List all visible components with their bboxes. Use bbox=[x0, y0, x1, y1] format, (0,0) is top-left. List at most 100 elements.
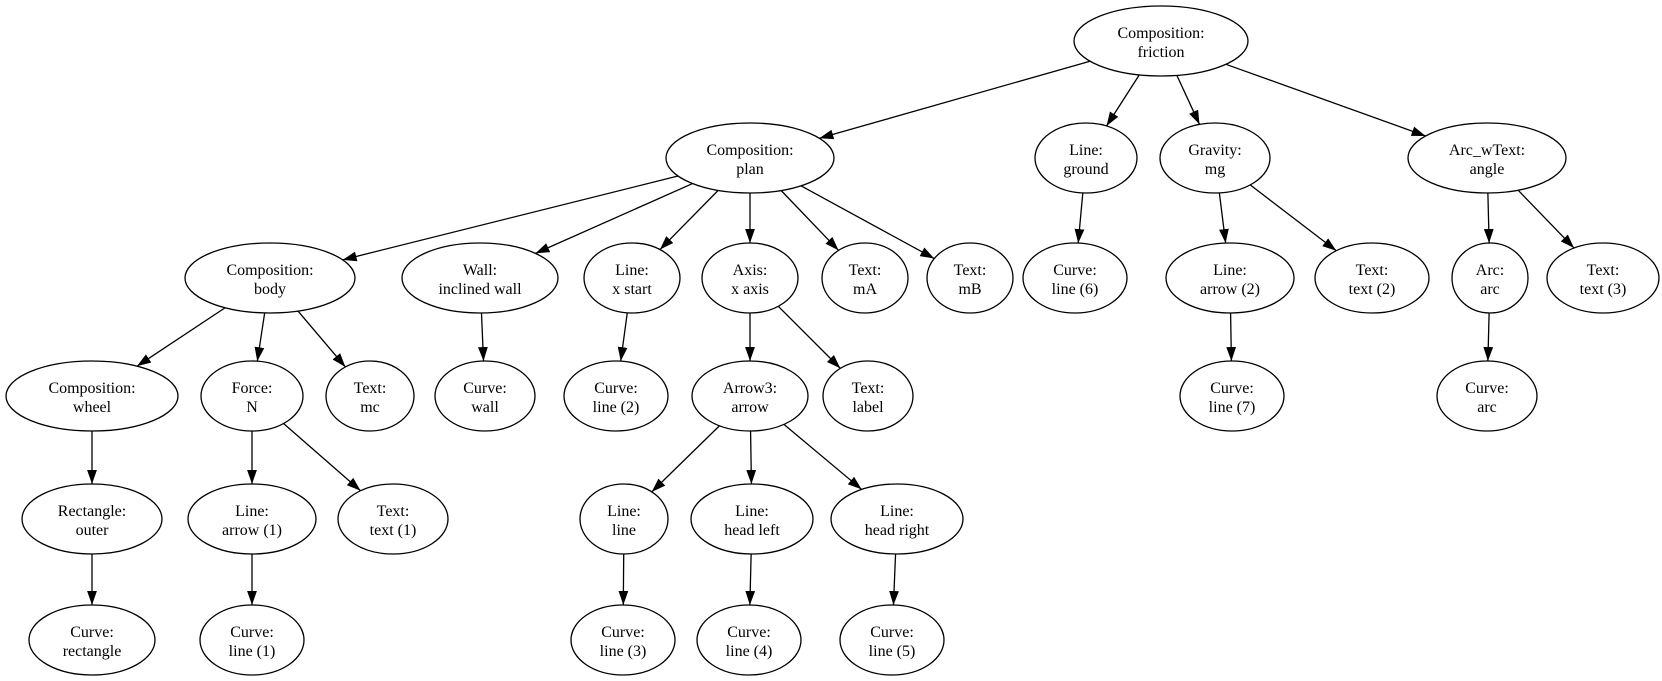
node-type-label: Curve: bbox=[230, 624, 274, 641]
node-name-label: line (7) bbox=[1209, 399, 1256, 416]
node-type-label: Text: bbox=[377, 503, 410, 520]
edge-wall-cwall bbox=[478, 312, 488, 362]
node-name-label: text (3) bbox=[1580, 281, 1627, 298]
node-headleft: Line:head left bbox=[690, 483, 814, 555]
node-name-label: ground bbox=[1063, 161, 1108, 178]
node-ellipse bbox=[839, 604, 945, 676]
node-name-label: mA bbox=[853, 281, 877, 298]
node-type-label: Line: bbox=[735, 503, 769, 520]
node-wall: Wall:inclined wall bbox=[401, 242, 559, 314]
node-ellipse bbox=[21, 483, 163, 555]
node-ellipse bbox=[28, 604, 156, 676]
node-ellipse bbox=[822, 360, 914, 432]
node-lineline: Line:line bbox=[579, 483, 669, 555]
node-name-label: arrow bbox=[731, 399, 769, 416]
node-mA: Text:mA bbox=[821, 242, 909, 314]
node-body: Composition:body bbox=[184, 242, 356, 314]
node-type-label: Line: bbox=[1069, 142, 1103, 159]
node-name-label: inclined wall bbox=[438, 281, 522, 298]
node-type-label: Composition: bbox=[1117, 25, 1204, 42]
node-type-label: Axis: bbox=[733, 262, 768, 279]
node-ellipse bbox=[579, 483, 669, 555]
node-name-label: x start bbox=[612, 281, 652, 298]
node-ellipse bbox=[821, 242, 909, 314]
node-cline2: Curve:line (2) bbox=[563, 360, 669, 432]
node-type-label: Arc_wText: bbox=[1449, 142, 1525, 159]
edge-plan-wall bbox=[535, 182, 693, 254]
node-ellipse bbox=[830, 483, 964, 555]
node-ellipse bbox=[570, 604, 676, 676]
edge-friction-mg bbox=[1176, 75, 1201, 125]
node-type-label: Line: bbox=[235, 503, 269, 520]
node-ellipse bbox=[1073, 5, 1249, 77]
node-type-label: Force: bbox=[232, 380, 273, 397]
node-name-label: text (2) bbox=[1349, 281, 1396, 298]
edge-mg-text2 bbox=[1249, 184, 1337, 252]
node-type-label: Line: bbox=[1213, 262, 1247, 279]
node-name-label: line (6) bbox=[1052, 281, 1099, 298]
node-ellipse bbox=[696, 604, 802, 676]
node-name-label: outer bbox=[76, 522, 110, 539]
node-ellipse bbox=[563, 360, 669, 432]
node-name-label: line (1) bbox=[229, 643, 276, 660]
node-type-label: Curve: bbox=[594, 380, 638, 397]
edge-angle-text3 bbox=[1517, 189, 1575, 249]
edge-headright-cline5 bbox=[889, 553, 899, 606]
node-ellipse bbox=[1436, 360, 1538, 432]
node-crect: Curve: rectangle bbox=[28, 604, 156, 676]
node-text1: Text: text (1) bbox=[337, 483, 449, 555]
node-cline3: Curve:line (3) bbox=[570, 604, 676, 676]
node-ellipse bbox=[401, 242, 559, 314]
node-name-label: label bbox=[852, 399, 884, 416]
node-name-label: body bbox=[254, 281, 286, 298]
node-type-label: Arrow3: bbox=[723, 380, 777, 397]
edge-plan-mB bbox=[800, 185, 935, 260]
node-name-label: head right bbox=[865, 522, 930, 539]
edge-arrow2-cline7 bbox=[1226, 312, 1237, 362]
node-xstart: Line: x start bbox=[583, 242, 681, 314]
node-ellipse bbox=[184, 242, 356, 314]
node-ellipse bbox=[1022, 242, 1128, 314]
node-ellipse bbox=[1314, 242, 1430, 314]
node-ellipse bbox=[691, 360, 809, 432]
node-type-label: Line: bbox=[880, 503, 914, 520]
node-type-label: Rectangle: bbox=[58, 503, 126, 520]
node-ellipse bbox=[1546, 242, 1660, 314]
node-type-label: Text: bbox=[354, 380, 387, 397]
node-type-label: Line: bbox=[615, 262, 649, 279]
node-name-label: line (3) bbox=[600, 643, 647, 660]
node-ellipse bbox=[5, 360, 179, 432]
node-arrow3: Arrow3: arrow bbox=[691, 360, 809, 432]
node-type-label: Text: bbox=[1587, 262, 1620, 279]
node-outer: Rectangle: outer bbox=[21, 483, 163, 555]
node-name-label: arc bbox=[1477, 399, 1497, 416]
node-ellipse bbox=[1179, 360, 1285, 432]
node-arc: Arc:arc bbox=[1451, 242, 1529, 314]
edge-xstart-cline2 bbox=[617, 312, 628, 362]
node-ellipse bbox=[583, 242, 681, 314]
node-name-label: line (5) bbox=[869, 643, 916, 660]
node-angle: Arc_wText:angle bbox=[1407, 122, 1567, 194]
edge-arrow3-lineline bbox=[651, 425, 720, 493]
node-name-label: wall bbox=[471, 399, 499, 416]
node-type-label: Curve: bbox=[870, 624, 914, 641]
edge-plan-xstart bbox=[659, 189, 719, 251]
node-arrow2: Line:arrow (2) bbox=[1165, 242, 1295, 314]
node-name-label: text (1) bbox=[370, 522, 417, 539]
node-name-label: wheel bbox=[73, 399, 112, 416]
node-cline7: Curve:line (7) bbox=[1179, 360, 1285, 432]
node-ellipse bbox=[926, 242, 1014, 314]
edge-layer bbox=[87, 60, 1575, 606]
node-label: Text:label bbox=[822, 360, 914, 432]
node-name-label: rectangle bbox=[63, 643, 122, 660]
node-type-label: Curve: bbox=[1465, 380, 1509, 397]
edge-body-wheel bbox=[136, 307, 226, 367]
node-name-label: arc bbox=[1480, 281, 1500, 298]
node-cline1: Curve: line (1) bbox=[199, 604, 305, 676]
node-name-label: mc bbox=[360, 399, 380, 416]
node-ground: Line: ground bbox=[1034, 122, 1138, 194]
edge-arrow3-headleft bbox=[746, 430, 757, 485]
edge-plan-mA bbox=[780, 190, 840, 251]
node-type-label: Curve: bbox=[70, 624, 114, 641]
